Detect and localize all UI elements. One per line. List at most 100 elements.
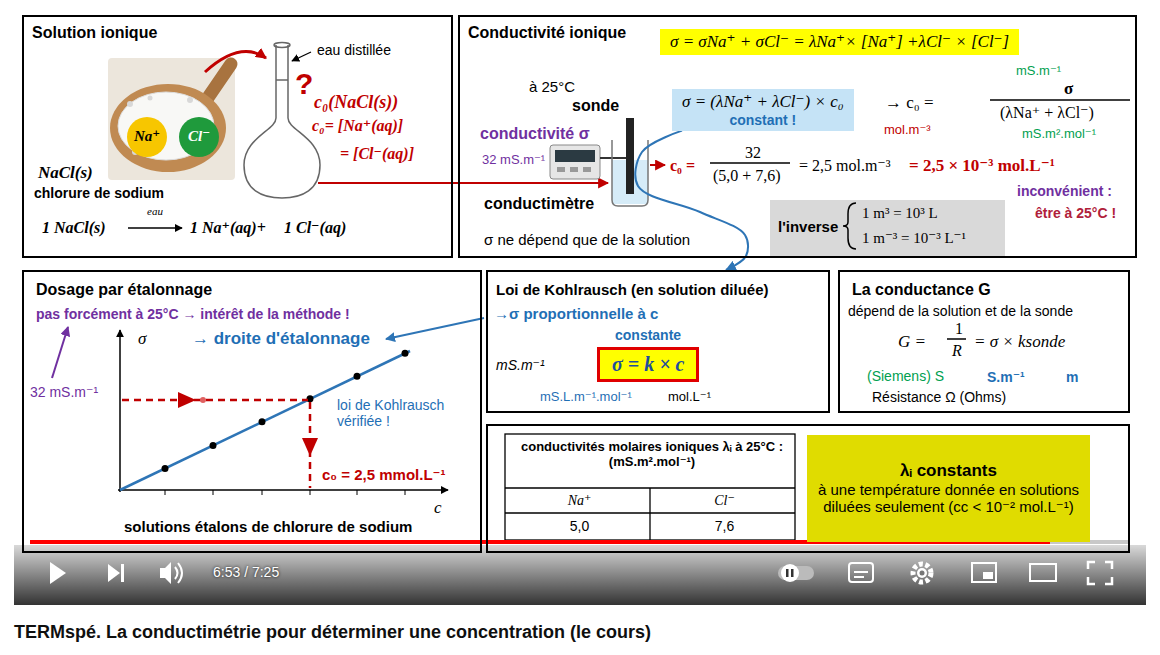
annotation: eau distillée: [317, 42, 391, 58]
volumetric-flask: [244, 43, 320, 199]
formula-box: σ = σNa⁺ + σCl⁻ = λNa⁺× [Na⁺] +λCl⁻ × [C…: [660, 29, 1019, 55]
settings-icon: [920, 571, 925, 576]
formula-text: σ = σNa⁺ + σCl⁻ = λNa⁺× [Na⁺] +λCl⁻ × [C…: [670, 32, 1009, 52]
fraction-bar: [990, 99, 1130, 101]
data-table: [505, 434, 795, 540]
subtitles-icon: [849, 563, 873, 582]
formula-box: σ = k × c: [597, 347, 699, 382]
axis-tick: [310, 490, 311, 495]
autoplay-toggle: [778, 566, 814, 580]
unit-label: S.m⁻¹: [987, 369, 1025, 385]
leader-line: [52, 327, 68, 378]
theater-icon: [1030, 564, 1056, 581]
note: à une température donnée en solutions di…: [818, 481, 1080, 516]
volume-icon: [178, 563, 182, 583]
ion-circle: Na⁺: [127, 117, 167, 157]
time-display: 6:53 / 7:25: [213, 564, 279, 580]
unit-label: mol.L⁻¹: [668, 390, 711, 405]
flask-rim: [274, 43, 290, 48]
formula-text: c₀(NaCl(s)): [314, 92, 398, 113]
content-panel: Dosage par étalonnagepas forcément à 25°…: [22, 270, 482, 553]
spoon-handle: [205, 64, 231, 102]
formula-text: = 2,5 mol.m⁻³: [799, 157, 891, 175]
leader-line: [386, 318, 484, 339]
measured-value: 32 mS.m⁻¹: [30, 384, 98, 400]
unit-label: mS.m⁻¹: [496, 357, 545, 373]
curly-brace: [843, 203, 856, 249]
content-panel: La conductance Gdépend de la solution et…: [838, 270, 1130, 413]
annotation: à 25°C: [529, 78, 575, 95]
meter-button: [583, 167, 591, 172]
content-panel: σ = σNa⁺ + σCl⁻ = λNa⁺× [Na⁺] +λCl⁻ × [C…: [458, 15, 1137, 258]
unit-label: m: [1066, 369, 1078, 385]
salt-grain: [187, 97, 193, 103]
axis-label: σ: [138, 329, 146, 349]
equation-term: 1 Na⁺(aq)+: [190, 219, 266, 237]
probe: [626, 118, 634, 194]
chemical-formula: NaCl(s): [38, 163, 93, 183]
connector-arrow: [635, 131, 748, 270]
formula-text: σ = k × c: [612, 353, 684, 376]
next-icon: [108, 564, 120, 582]
formula-text: R: [952, 342, 962, 360]
meter-button: [557, 167, 565, 172]
transfer-arrow: [205, 52, 266, 72]
axis-label: c: [434, 498, 442, 518]
transfer-arrow: [318, 182, 608, 184]
content-panel: Na⁺Cl⁻Solution ioniqueeau distilléec₀(Na…: [22, 15, 453, 258]
miniplayer-icon: [983, 572, 993, 579]
formula-text: 1 m³ = 10³ L: [862, 205, 938, 222]
formula-text: 32: [745, 144, 761, 162]
formula-text: = σ × ksonde: [974, 332, 1065, 352]
leader-line: [292, 52, 311, 61]
annotation: conductivité σ: [480, 125, 590, 143]
formula-text: G =: [898, 332, 926, 352]
settings-icon: [917, 568, 927, 578]
formula-text: 1: [955, 320, 963, 338]
autoplay-toggle: [791, 569, 794, 577]
fraction-bar: [947, 338, 966, 340]
unit-label: Résistance Ω (Ohms): [872, 389, 1006, 405]
formula-text: c₀ =: [670, 157, 695, 175]
miniplayer-icon: [972, 563, 996, 582]
meter-button: [570, 167, 578, 172]
unit-label: mS.m².mol⁻¹: [1022, 127, 1096, 142]
substance-name: chlorure de sodium: [34, 185, 164, 201]
axis: [119, 330, 121, 492]
salt-grain: [127, 101, 133, 107]
result-value: = 2,5 × 10⁻³ mol.L⁻¹: [909, 156, 1055, 176]
note: être à 25°C !: [1035, 205, 1116, 221]
reaction-arrow: [128, 227, 182, 229]
reading-line: [122, 399, 308, 402]
panel-title: Dosage par étalonnage: [36, 281, 212, 299]
panel-title: Loi de Kohlrausch (en solution diluée): [496, 281, 769, 298]
beaker-liquid: [612, 160, 648, 204]
formula-text: (λNa⁺ + λCl⁻): [1000, 104, 1094, 122]
reading-line: [309, 402, 312, 488]
annotation: constante: [615, 327, 681, 343]
ion-label: Na⁺: [134, 128, 160, 145]
equation-term: 1 NaCl(s): [42, 219, 106, 237]
note-heading: λᵢ constants: [900, 461, 997, 481]
meter-body: [550, 145, 600, 179]
statement: →σ proportionnelle à c: [494, 305, 658, 322]
subtitles-icon: [854, 576, 864, 578]
formula-text: 1 m⁻³ = 10⁻³ L⁻¹: [862, 230, 966, 247]
fraction-bar: [710, 162, 790, 164]
ion-circle: Cl⁻: [179, 117, 219, 157]
next-icon: [121, 564, 124, 582]
part-name: conductimètre: [484, 195, 594, 213]
formula-text: (5,0 + 7,6): [713, 167, 781, 185]
statement: dépend de la solution et de la sonde: [848, 303, 1073, 319]
annotation: σ ne dépend que de la solution: [484, 231, 690, 248]
formula-text: → c₀ =: [885, 93, 934, 113]
part-name: sonde: [572, 97, 619, 115]
reading-dot: [200, 397, 206, 403]
formula-text: = [Cl⁻(aq)]: [340, 145, 414, 163]
flask-neck: [287, 45, 289, 118]
note: inconvénient :: [1017, 183, 1112, 199]
beaker: [612, 140, 648, 206]
result-arrow: [650, 164, 665, 166]
formula-text: σ: [1064, 79, 1073, 99]
